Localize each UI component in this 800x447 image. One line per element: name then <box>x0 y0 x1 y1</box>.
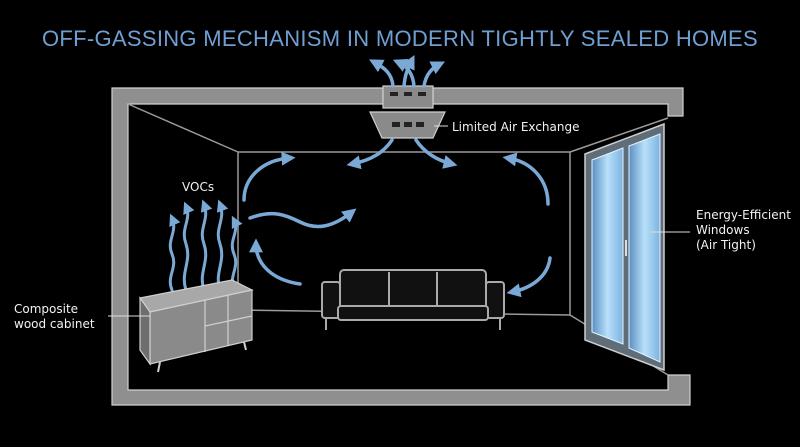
composite-wood-cabinet <box>138 279 254 373</box>
cabinet-label-line-1: Composite <box>14 302 79 316</box>
vent-down-arrow-left <box>346 138 394 170</box>
energy-efficient-windows <box>584 122 665 372</box>
vent-down-arrow-right <box>414 138 458 169</box>
vent-label: Limited Air Exchange <box>452 120 580 134</box>
room-arrow-middle <box>248 208 357 229</box>
vent-out-arrow-mid-right <box>392 59 416 88</box>
room-arrow-lower-left <box>249 238 302 286</box>
windows-label-line-1: Energy-Efficient <box>696 208 791 222</box>
room-arrow-upper-left <box>242 151 296 202</box>
room-arrow-lower-right <box>506 256 552 298</box>
room-wall-right <box>432 87 684 117</box>
cabinet-label-line-2: wood cabinet <box>14 317 95 331</box>
room-arrow-upper-right <box>502 152 550 206</box>
voc-emission-arrows <box>168 199 243 292</box>
ceiling-vent <box>369 85 446 139</box>
vent-out-arrow-right <box>422 61 446 88</box>
airflow-arrows <box>242 54 552 298</box>
diagram-title: OFF-GASSING MECHANISM IN MODERN TIGHTLY … <box>41 26 759 51</box>
windows-label-line-2: Windows <box>696 223 750 237</box>
cabinet-label: Composite wood cabinet <box>14 302 95 332</box>
vocs-label: VOCs <box>182 180 215 194</box>
windows-label-line-3: (Air Tight) <box>696 238 756 252</box>
sofa <box>321 269 505 330</box>
vent-out-arrow-left <box>369 59 395 88</box>
windows-label: Energy-Efficient Windows (Air Tight) <box>696 208 791 253</box>
